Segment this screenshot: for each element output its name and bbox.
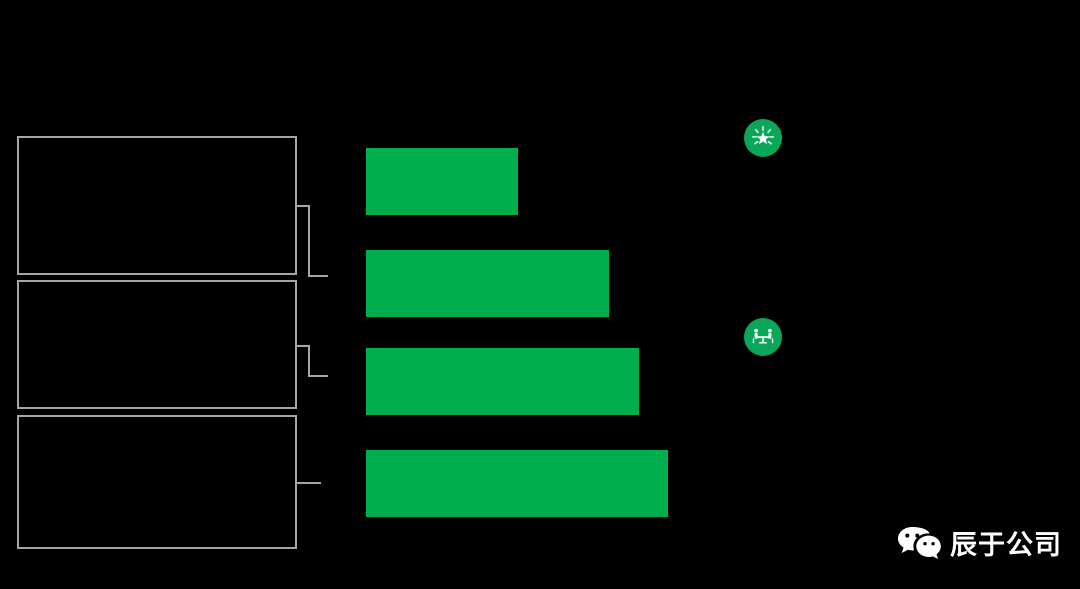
meeting-table-icon xyxy=(750,324,776,350)
connector-3-tick xyxy=(297,482,321,484)
bar-2[interactable] xyxy=(366,250,609,317)
category-box-1[interactable] xyxy=(17,136,297,275)
category-box-2[interactable] xyxy=(17,280,297,409)
wechat-logo-icon xyxy=(897,524,941,567)
bar-1[interactable] xyxy=(366,148,518,215)
connector-2-arm-bottom xyxy=(308,375,328,377)
bar-4[interactable] xyxy=(366,450,668,517)
connector-2-arm-top xyxy=(297,345,310,347)
connector-1-spine xyxy=(308,205,310,277)
footer-brand-text: 辰于公司 xyxy=(950,530,1062,560)
badge-sparkle[interactable] xyxy=(744,119,782,157)
category-box-3[interactable] xyxy=(17,415,297,549)
footer-brand: 辰于公司 xyxy=(897,524,1062,567)
bar-3[interactable] xyxy=(366,348,639,415)
connector-1-arm-top xyxy=(297,205,310,207)
connector-2-spine xyxy=(308,345,310,377)
connector-1-arm-bottom xyxy=(308,275,328,277)
badge-meeting[interactable] xyxy=(744,318,782,356)
sparkle-burst-icon xyxy=(750,125,776,151)
